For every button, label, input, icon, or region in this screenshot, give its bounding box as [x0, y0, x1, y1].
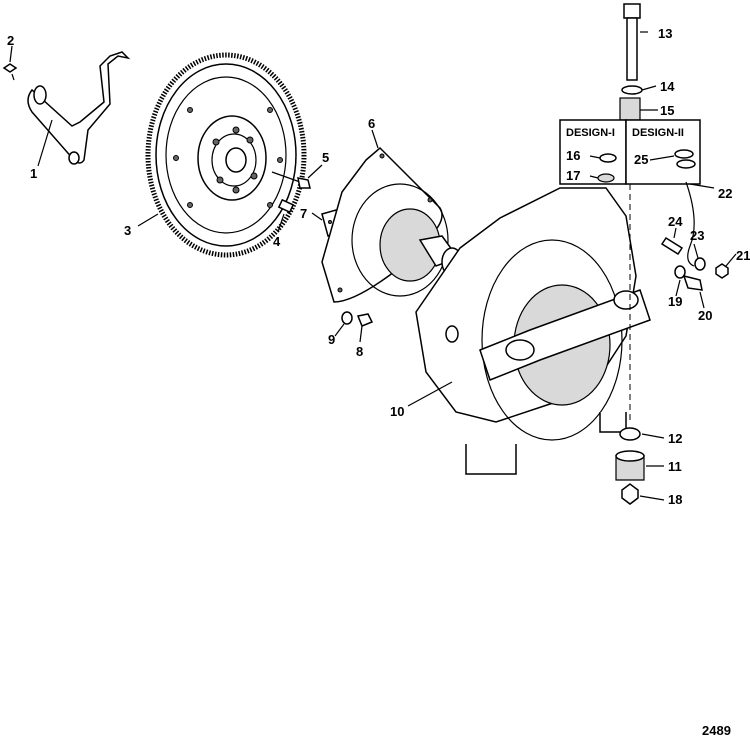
callout-8: 8: [356, 344, 363, 359]
part-12-ring: [619, 427, 641, 441]
callout-9: 9: [328, 332, 335, 347]
part-22-wire: [685, 181, 695, 267]
callout-21: 21: [736, 248, 750, 263]
part-2-bolt: [2, 63, 18, 81]
callout-3: 3: [124, 223, 131, 238]
callout-6: 6: [368, 116, 375, 131]
part-23-washer: [694, 257, 706, 271]
design-1-label: DESIGN-I: [566, 127, 615, 139]
design-2-label: DESIGN-II: [632, 127, 684, 139]
callout-23: 23: [690, 228, 704, 243]
part-4-dowel: [277, 198, 295, 214]
callout-10: 10: [390, 404, 404, 419]
part-15-spacer: [619, 97, 641, 121]
part-5-bolt: [271, 171, 311, 189]
part-3-flywheel: [145, 52, 307, 258]
callout-1: 1: [30, 166, 37, 181]
part-8-screw: [356, 313, 374, 327]
callout-14: 14: [660, 79, 675, 94]
part-24-stud: [660, 236, 684, 256]
part-11-mount: [615, 450, 645, 481]
callout-18: 18: [668, 492, 682, 507]
leader-lines: [9, 31, 737, 501]
part-14-washer: [621, 85, 643, 95]
callout-labels: 2 1 3 4 5 6 7 8 9 10 11 12 13 14 15 16 1…: [7, 26, 750, 507]
callout-2: 2: [7, 33, 14, 48]
callout-12: 12: [668, 431, 682, 446]
part-1-bracket: [27, 51, 131, 165]
part-21-nut: [715, 263, 729, 279]
callout-4: 4: [273, 234, 281, 249]
callout-13: 13: [658, 26, 672, 41]
callout-20: 20: [698, 308, 712, 323]
part-20-bolt: [682, 274, 703, 291]
part-13-long-bolt: [623, 3, 641, 81]
callout-15: 15: [660, 103, 674, 118]
design-1-box: DESIGN-I: [559, 119, 627, 185]
callout-19: 19: [668, 294, 682, 309]
callout-22: 22: [718, 186, 732, 201]
figure-number: 2489: [702, 723, 731, 738]
callout-25: 25: [634, 152, 648, 167]
part-9-washer: [341, 311, 353, 325]
callout-17: 17: [566, 168, 580, 183]
callout-16: 16: [566, 148, 580, 163]
design-2-box: DESIGN-II: [625, 119, 701, 185]
part-19-washer: [674, 265, 686, 279]
callout-7: 7: [300, 206, 307, 221]
part-10-flywheel-housing: [415, 187, 651, 475]
part-18-nut: [621, 483, 639, 505]
callout-24: 24: [668, 214, 683, 229]
callout-5: 5: [322, 150, 329, 165]
callout-11: 11: [668, 459, 682, 474]
